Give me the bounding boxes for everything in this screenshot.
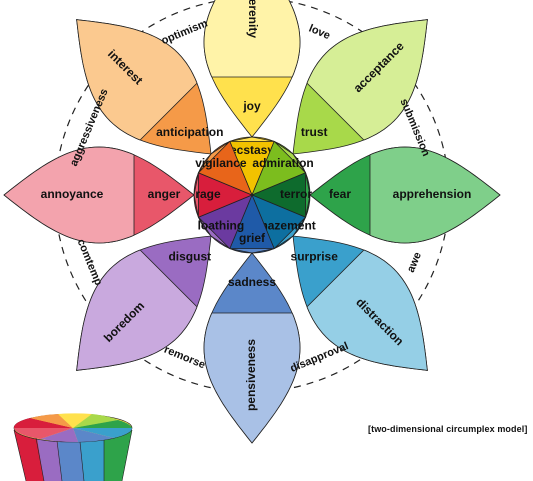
petals: ecstasyjoyserenityadmirationtrustaccepta… [3, 0, 501, 444]
band-apprehension [369, 146, 501, 244]
emotion-label-serenity: serenity [246, 0, 260, 38]
emotion-label-disgust: disgust [168, 249, 211, 263]
band-serenity [203, 0, 301, 78]
band-pensiveness [203, 312, 301, 444]
model-caption: [two-dimensional circumplex model] [368, 424, 528, 434]
emotion-label-ecstasy: ecstasy [230, 143, 274, 157]
emotion-label-terror: terror [280, 187, 312, 201]
emotion-label-surprise: surprise [291, 249, 339, 263]
emotion-label-trust: trust [301, 125, 328, 139]
emotion-label-loathing: loathing [198, 218, 245, 232]
band-distraction [306, 249, 428, 371]
emotion-label-grief: grief [239, 231, 266, 245]
emotion-label-rage: rage [195, 187, 221, 201]
band-interest [76, 19, 198, 141]
petal-sadness: grief sadness pensiveness [203, 193, 301, 444]
emotion-label-annoyance: annoyance [41, 187, 104, 201]
dyad-label-optimism: optimism [160, 17, 210, 47]
dyad-label-comtemp: comtemp [75, 237, 105, 287]
emotion-label-admiration: admiration [252, 156, 313, 170]
emotion-label-anger: anger [148, 187, 181, 201]
petal-joy: ecstasy joy serenity [203, 0, 301, 197]
emotion-label-anticipation: anticipation [156, 125, 223, 139]
emotion-label-amazement: amazement [250, 218, 315, 232]
dyad-label-love: love [307, 23, 332, 43]
dyad-label-awe: awe [405, 250, 424, 274]
petal-anger: rage anger annoyance [3, 146, 254, 244]
petal-fear: terror fear apprehension [250, 146, 501, 244]
emotion-label-joy: joy [242, 99, 261, 113]
emotion-label-vigilance: vigilance [195, 156, 247, 170]
band-acceptance [306, 19, 428, 141]
emotion-label-sadness: sadness [228, 275, 276, 289]
cone-model-thumbnail [13, 413, 133, 481]
dyad-label-remorse: remorse [162, 344, 207, 372]
emotion-label-apprehension: apprehension [393, 187, 472, 201]
band-annoyance [3, 146, 135, 244]
band-boredom [76, 249, 198, 371]
emotion-label-pensiveness: pensiveness [244, 339, 258, 411]
emotion-label-fear: fear [329, 187, 351, 201]
